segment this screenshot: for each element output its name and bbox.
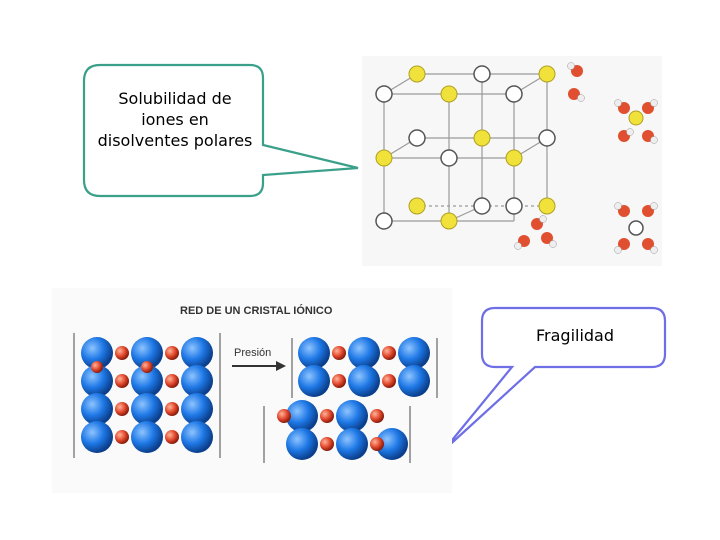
lattice-ion: [473, 65, 491, 83]
water-molecules: [514, 62, 658, 254]
ionic-crystal-pressure-illustration: RED DE UN CRISTAL IÓNICO Presión: [52, 288, 452, 493]
pressure-arrow: [232, 361, 286, 371]
lattice-ion: [505, 197, 523, 215]
crystal-before-pressure: [81, 337, 213, 453]
lattice-ion: [505, 149, 523, 167]
lattice-ion: [440, 212, 458, 230]
lattice-ion: [473, 197, 491, 215]
lattice-ion: [375, 149, 393, 167]
lattice-ion: [440, 85, 458, 103]
lattice-ion: [538, 197, 556, 215]
fragility-callout-text: Fragilidad: [535, 326, 615, 345]
crystal-after-pressure-top: [298, 337, 430, 397]
lattice-ion: [408, 197, 426, 215]
lattice-ion: [473, 129, 491, 147]
lattice-ion: [408, 65, 426, 83]
lattice-ions: [375, 65, 556, 230]
lattice-ion: [375, 212, 393, 230]
lattice-ion: [408, 129, 426, 147]
fragility-callout-bubble: [443, 306, 667, 451]
lattice-ion: [440, 149, 458, 167]
pressure-label: Presión: [234, 347, 271, 359]
lattice-ion: [505, 85, 523, 103]
crystal-after-pressure-bottom: [277, 400, 408, 460]
solubility-callout-text: Solubilidad de iones en disolventes pola…: [97, 89, 253, 150]
solubility-callout-bubble: [82, 63, 359, 198]
ionic-lattice-dissolution-illustration: [362, 56, 662, 266]
lattice-ion: [538, 129, 556, 147]
lattice-ion: [538, 65, 556, 83]
crystal-title: RED DE UN CRISTAL IÓNICO: [180, 304, 333, 317]
lattice-ion: [375, 85, 393, 103]
